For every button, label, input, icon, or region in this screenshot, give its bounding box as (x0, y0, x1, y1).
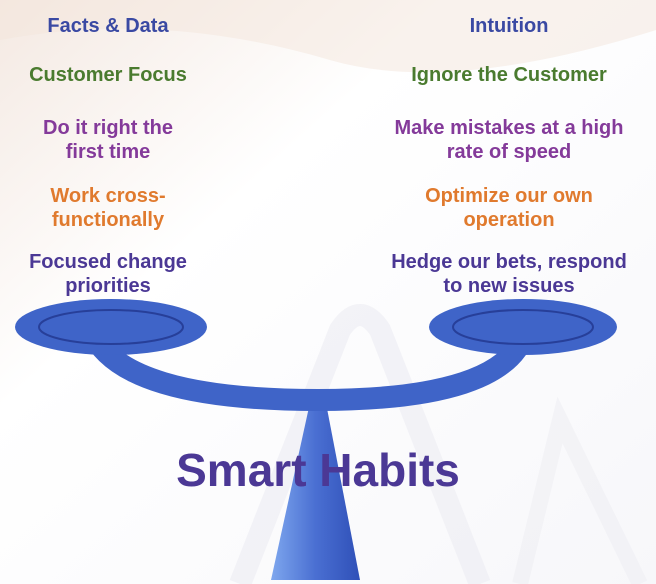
left-item-cross-functional-line-2: functionally (51, 209, 165, 231)
right-item-optimize-operation: Optimize our own operation (425, 184, 593, 232)
left-item-focused-change-line-1: Focused change (29, 251, 187, 273)
smart-habits-title: Smart Habits (176, 444, 460, 496)
right-item-hedge-bets-line-1: Hedge our bets, respond (391, 251, 627, 273)
right-item-ignore-customer: Ignore the Customer (411, 64, 607, 86)
right-item-make-mistakes: Make mistakes at a high rate of speed (395, 116, 624, 164)
left-item-cross-functional-line-1: Work cross- (50, 185, 166, 207)
scale-beam (81, 321, 536, 412)
background-arch-right (512, 396, 648, 584)
right-scale-pan (429, 299, 617, 355)
left-item-do-it-right-line-2: first time (65, 141, 151, 163)
right-item-hedge-bets-line-2: to new issues (443, 275, 575, 297)
background-arch (229, 304, 491, 584)
left-item-focused-change: Focused change priorities (29, 250, 187, 298)
left-item-focused-change-line-2: priorities (65, 275, 151, 297)
right-item-optimize-operation-line-2: operation (463, 209, 555, 231)
right-scale-pan-rim (452, 309, 594, 345)
left-item-cross-functional: Work cross- functionally (50, 184, 165, 232)
right-column-heading: Intuition (469, 15, 549, 37)
right-item-make-mistakes-line-2: rate of speed (446, 141, 572, 163)
left-scale-pan (15, 299, 207, 355)
scale-stand (271, 398, 360, 580)
left-scale-pan-rim (38, 309, 184, 345)
right-item-make-mistakes-line-1: Make mistakes at a high (394, 117, 624, 139)
left-item-customer-focus: Customer Focus (29, 64, 187, 86)
right-item-optimize-operation-line-1: Optimize our own (425, 185, 593, 207)
background-swoosh (0, 0, 656, 73)
left-item-do-it-right: Do it right the first time (43, 116, 173, 164)
right-item-hedge-bets: Hedge our bets, respond to new issues (391, 250, 627, 298)
left-column-heading: Facts & Data (47, 15, 169, 37)
left-item-do-it-right-line-1: Do it right the (43, 117, 173, 139)
